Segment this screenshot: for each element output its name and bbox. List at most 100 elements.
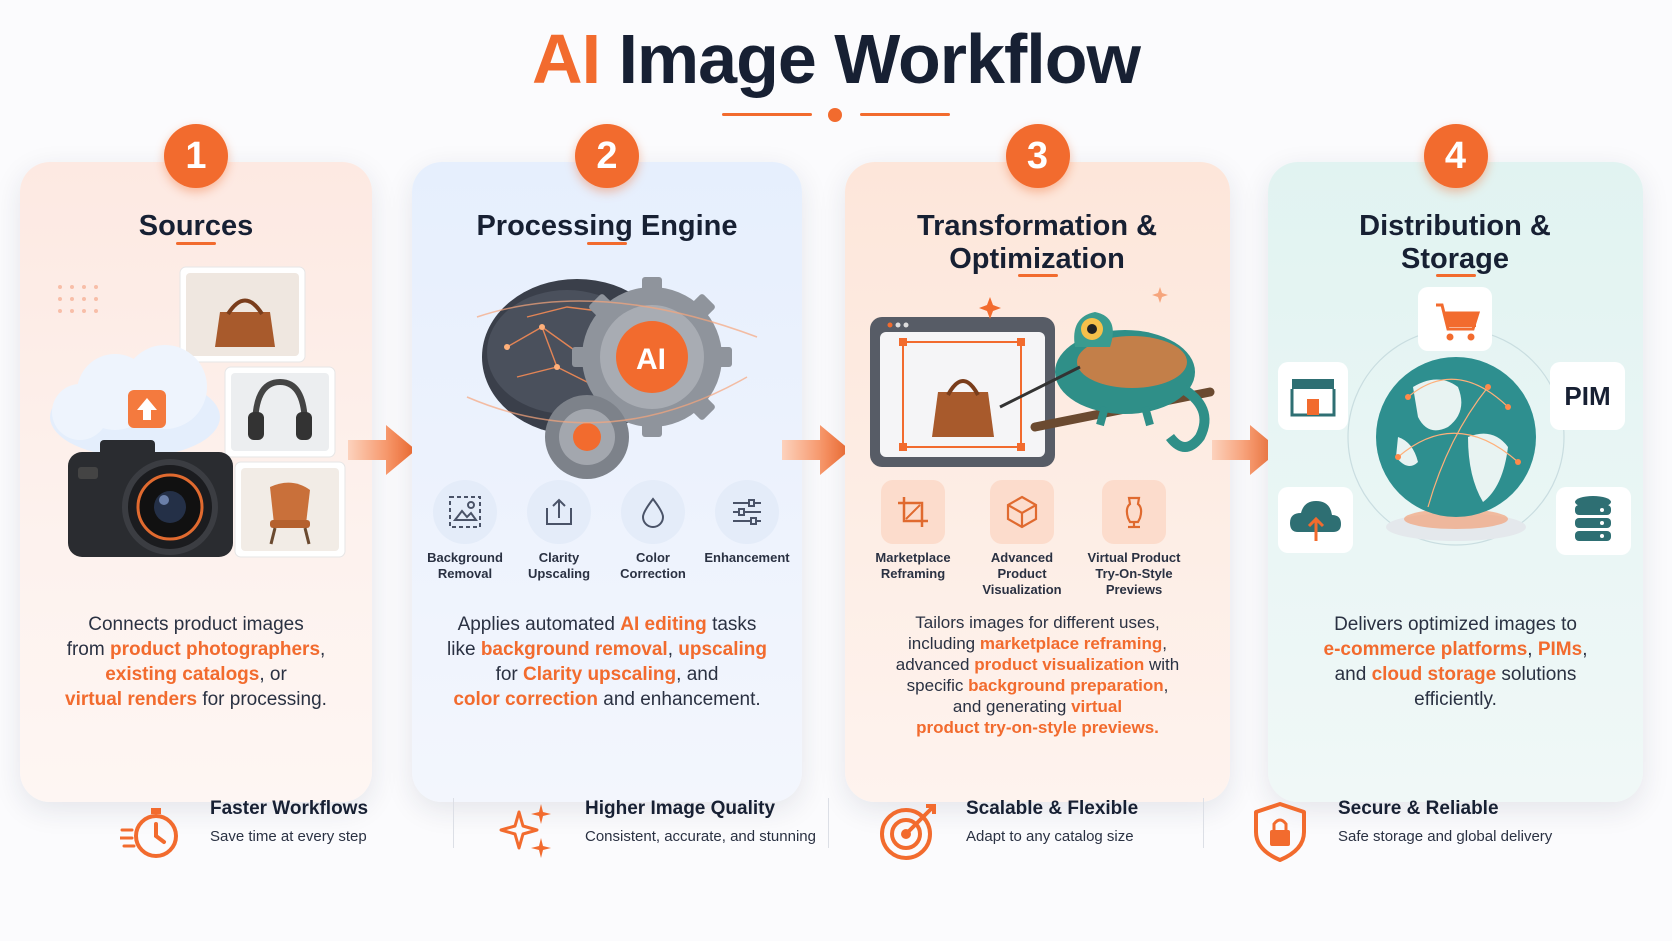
cloud-upload-icon — [50, 345, 220, 457]
page-title: AI Image Workflow — [0, 14, 1672, 104]
highlight-text: upscaling — [678, 639, 767, 660]
description-text: Connects product images — [88, 614, 304, 635]
globe-icon — [1376, 357, 1536, 517]
tool-label: Color Correction — [620, 550, 686, 581]
tool-advanced-visualization: Advanced Product Visualization — [967, 480, 1077, 598]
step-title: Processing Engine — [476, 210, 738, 242]
step-number-badge: 3 — [1005, 124, 1070, 188]
benefit-title: Faster Workflows — [210, 798, 369, 819]
benefit-faster-workflows: Faster Workflows Save time at every step — [120, 790, 420, 880]
highlight-text: AI editing — [620, 614, 707, 635]
description-text: efficiently. — [1414, 689, 1497, 710]
chameleon-editing-illustration — [870, 287, 1215, 467]
crop-icon — [881, 480, 945, 544]
step-number-badge: 4 — [1423, 124, 1488, 188]
description-text: advanced — [895, 655, 975, 674]
globe-distribution-illustration — [1278, 287, 1631, 555]
droplet-icon — [621, 480, 685, 544]
step-description: Tailors images for different uses, includ… — [865, 612, 1210, 738]
transformation-tools: Marketplace Reframing Advanced Product V… — [859, 480, 1215, 598]
arrow-right-icon — [1212, 425, 1280, 475]
description-text: and enhancement. — [597, 689, 761, 710]
tool-clarity-upscaling: Clarity Upscaling — [512, 480, 606, 582]
description-text: including — [908, 634, 980, 653]
description-text: like — [447, 639, 481, 660]
title-rest: Image Workflow — [600, 20, 1140, 98]
description-text: from — [66, 639, 110, 660]
benefit-subtitle: Consistent, accurate, and stunning — [585, 828, 816, 845]
tool-background-removal: Background Removal — [418, 480, 512, 582]
highlight-text: product try-on-style previews. — [916, 718, 1159, 737]
photo-chair — [234, 461, 346, 558]
tool-label: Virtual Product Try-On-Style Previews — [1087, 550, 1181, 597]
highlight-text: color correction — [453, 689, 598, 710]
description-text: Applies automated — [457, 614, 621, 635]
sparkle-icon — [499, 804, 551, 858]
step-title: Sources — [138, 210, 254, 242]
tool-label: Advanced Product Visualization — [982, 550, 1062, 597]
description-text: for — [495, 664, 524, 685]
description-text: , — [1163, 676, 1169, 695]
benefit-scalable: Scalable & Flexible Adapt to any catalog… — [876, 790, 1196, 880]
brain-gear-illustration — [466, 277, 758, 479]
description-text: , or — [259, 664, 287, 685]
description-text: and — [1334, 664, 1372, 685]
image-frame-icon — [433, 480, 497, 544]
benefit-subtitle: Save time at every step — [210, 828, 367, 845]
arrow-right-icon — [782, 425, 850, 475]
gear-small-icon — [545, 395, 629, 479]
benefit-higher-quality: Higher Image Quality Consistent, accurat… — [495, 790, 835, 880]
sliders-icon — [715, 480, 779, 544]
step-card-distribution: 4 Distribution & Storage — [1268, 124, 1643, 802]
chameleon-icon — [999, 312, 1215, 452]
benefit-title: Higher Image Quality — [585, 798, 776, 819]
step-card-transformation: 3 Transformation & Optimization — [845, 124, 1230, 802]
highlight-text: product visualization — [974, 655, 1145, 674]
step-title: Distribution & Storage — [1359, 210, 1551, 275]
title-accent: AI — [532, 20, 601, 98]
processing-tools: Background Removal Clarity Upscaling Col… — [418, 480, 796, 582]
highlight-text: virtual renders — [65, 689, 198, 710]
gear-icon — [572, 277, 732, 437]
tool-color-correction: Color Correction — [606, 480, 700, 582]
highlight-text: PIMs — [1537, 639, 1583, 660]
step-card-processing-engine: 2 Processing Engine — [412, 124, 802, 802]
description-text: , — [1582, 639, 1588, 660]
description-text: Tailors images for different uses, — [915, 613, 1160, 632]
title-divider — [722, 108, 950, 122]
description-text: , — [320, 639, 326, 660]
mannequin-icon — [1102, 480, 1166, 544]
benefit-subtitle: Adapt to any catalog size — [966, 828, 1134, 845]
cube-icon — [990, 480, 1054, 544]
tool-label: Background Removal — [427, 550, 503, 581]
highlight-text: virtual — [1071, 697, 1123, 716]
highlight-text: cloud storage — [1371, 664, 1497, 685]
camera-icon — [68, 440, 233, 557]
shopping-cart-icon — [1418, 287, 1492, 351]
benefit-secure: Secure & Reliable Safe storage and globa… — [1248, 790, 1588, 880]
benefit-subtitle: Safe storage and global delivery — [1338, 828, 1553, 845]
highlight-text: existing catalogs — [105, 664, 260, 685]
storefront-icon — [1278, 362, 1348, 430]
highlight-text: marketplace reframing — [979, 634, 1163, 653]
description-text: , — [1527, 639, 1538, 660]
step-number-badge: 1 — [164, 124, 228, 188]
description-text: with — [1144, 655, 1180, 674]
description-text: tasks — [706, 614, 757, 635]
highlight-text: product photographers — [109, 639, 321, 660]
ai-badge: AI — [636, 343, 666, 376]
tool-enhancement: Enhancement — [700, 480, 794, 582]
tool-label: Clarity Upscaling — [527, 550, 591, 581]
tool-label: Enhancement — [704, 550, 790, 565]
step-title: Transformation & Optimization — [916, 210, 1158, 275]
upscale-icon — [527, 480, 591, 544]
photo-handbag — [179, 266, 306, 363]
benefit-title: Secure & Reliable — [1338, 798, 1499, 819]
benefit-title: Scalable & Flexible — [966, 798, 1139, 819]
shield-lock-icon — [1254, 802, 1306, 862]
step-card-sources: 1 Sources — [20, 124, 372, 802]
tool-marketplace-reframing: Marketplace Reframing — [859, 480, 967, 598]
description-text: , and — [676, 664, 719, 685]
